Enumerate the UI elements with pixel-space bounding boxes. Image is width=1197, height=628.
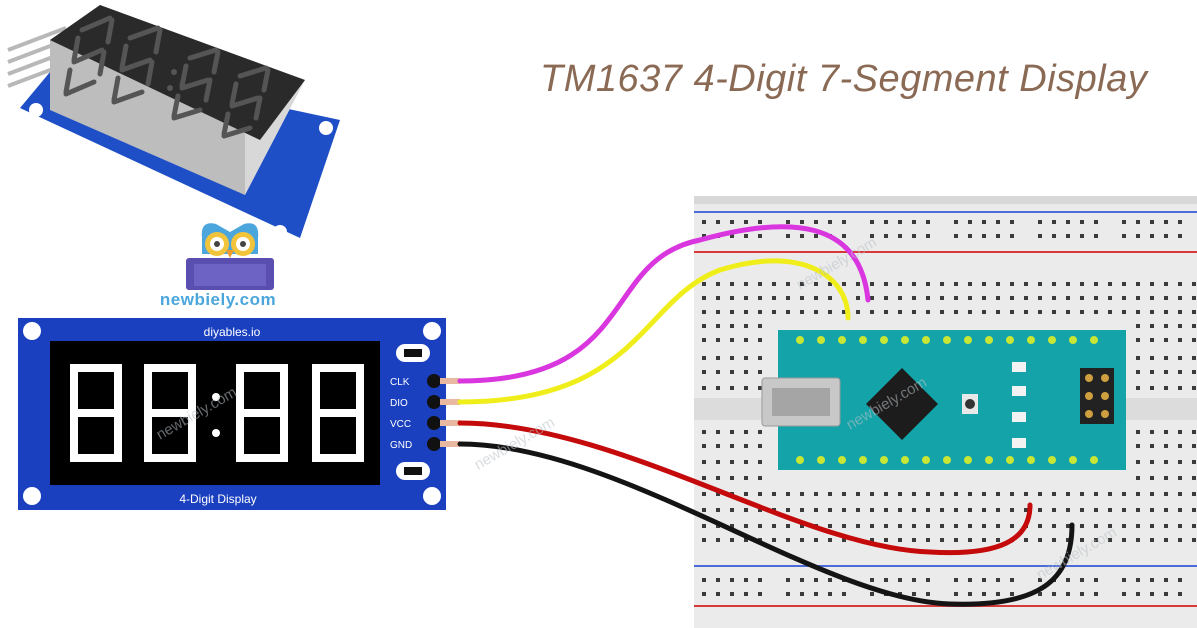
module-display-face bbox=[50, 5, 305, 140]
module-rotary-marks bbox=[396, 344, 430, 480]
module-photo bbox=[7, 5, 340, 239]
nano-mcu-chip bbox=[866, 368, 938, 440]
pin-label-dio: DIO bbox=[390, 398, 408, 409]
pin-vcc bbox=[427, 416, 441, 430]
colon-bottom bbox=[212, 429, 220, 437]
pin-dio bbox=[427, 395, 441, 409]
diagram-title: TM1637 4-Digit 7-Segment Display bbox=[540, 58, 1148, 100]
pin-clk bbox=[427, 374, 441, 388]
wire-vcc bbox=[457, 420, 1033, 556]
pin-label-vcc: VCC bbox=[390, 419, 411, 430]
tm1637-module: diyables.io 4-Digit Display CLK DIO VCC GND bbox=[18, 318, 460, 510]
brand-name: newbiely.com bbox=[159, 290, 277, 309]
wire-gnd bbox=[457, 441, 1075, 607]
module-top-label: diyables.io bbox=[204, 325, 261, 339]
module-bottom-label: 4-Digit Display bbox=[179, 492, 256, 506]
wire-dio bbox=[457, 258, 851, 405]
pin-label-gnd: GND bbox=[390, 440, 412, 451]
seven-segment-digits bbox=[70, 364, 364, 462]
brand-logo bbox=[186, 223, 274, 290]
pin-label-clk: CLK bbox=[390, 377, 410, 388]
nano-pin-headers bbox=[796, 336, 1098, 464]
arduino-nano bbox=[761, 330, 1126, 470]
wire-clk bbox=[457, 224, 871, 384]
colon-top bbox=[212, 393, 220, 401]
module-pins: CLK DIO VCC GND bbox=[390, 374, 460, 451]
photo-digits bbox=[63, 15, 271, 139]
pin-gnd bbox=[427, 437, 441, 451]
wires bbox=[457, 224, 1075, 607]
